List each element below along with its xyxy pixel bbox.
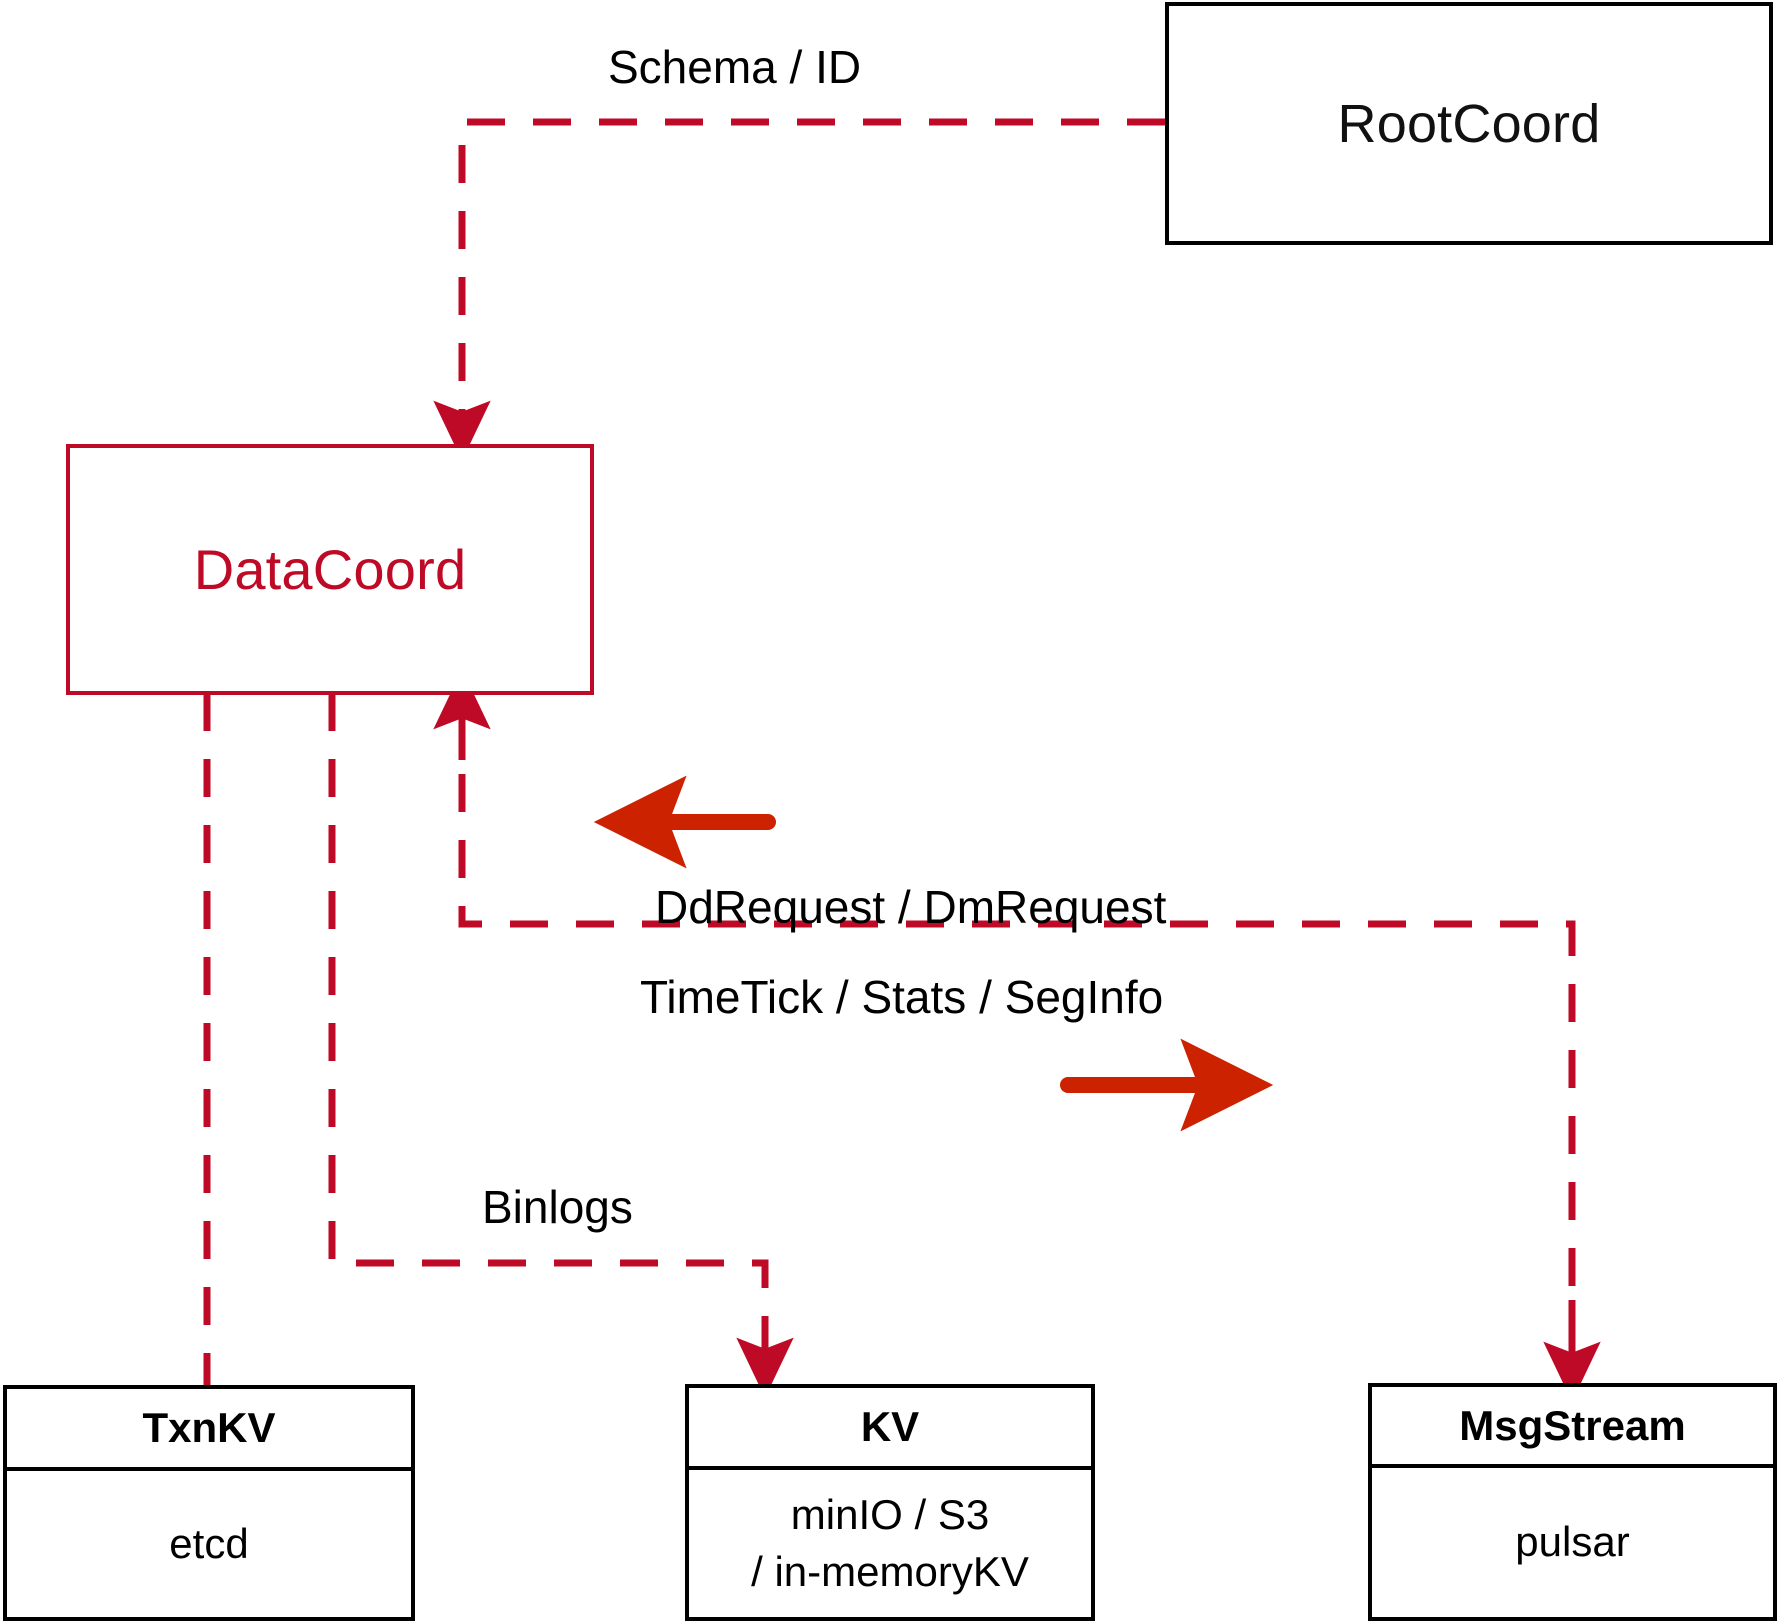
edge-label-schema-id: Schema / ID <box>608 41 862 93</box>
node-kv-detail: minIO / S3 / in-memoryKV <box>689 1470 1091 1617</box>
node-msgstream-detail: pulsar <box>1515 1518 1630 1566</box>
node-msgstream[interactable]: MsgStream pulsar <box>1368 1383 1777 1621</box>
edge-label-timetick-stats-seginfo: TimeTick / Stats / SegInfo <box>640 971 1164 1023</box>
node-datacoord-label: DataCoord <box>193 538 467 601</box>
connector-binlogs <box>328 693 794 1398</box>
node-kv-label: KV <box>689 1388 1091 1470</box>
node-rootcoord[interactable]: RootCoord <box>1165 2 1773 245</box>
node-kv-detail-line2: / in-memoryKV <box>751 1547 1029 1595</box>
connector-schema-id <box>433 118 1165 461</box>
node-txnkv-label: TxnKV <box>7 1389 411 1471</box>
edge-label-ddrequest-dmrequest: DdRequest / DmRequest <box>655 881 1167 933</box>
connector-msgstream-datacoord <box>433 669 1601 1402</box>
node-txnkv[interactable]: TxnKV etcd <box>3 1385 415 1621</box>
node-datacoord[interactable]: DataCoord <box>66 444 594 695</box>
node-kv[interactable]: KV minIO / S3 / in-memoryKV <box>685 1384 1095 1621</box>
edge-label-binlogs: Binlogs <box>482 1181 633 1233</box>
node-kv-detail-line1: minIO / S3 <box>790 1490 990 1538</box>
node-rootcoord-label: RootCoord <box>1337 93 1601 154</box>
node-txnkv-detail: etcd <box>169 1519 249 1567</box>
node-msgstream-label: MsgStream <box>1372 1387 1773 1468</box>
